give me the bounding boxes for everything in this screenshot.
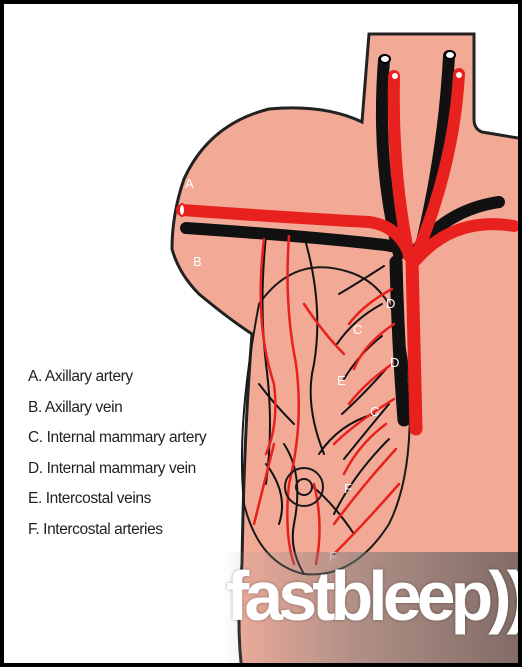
label-axillary-vein: B — [193, 254, 202, 269]
label-intercostal-arteries-1: F — [344, 481, 352, 496]
legend-item-internal-mammary-artery: C. Internal mammary artery — [28, 423, 206, 454]
legend: A. Axillary artery B. Axillary vein C. I… — [28, 362, 206, 545]
label-internal-mammary-vein-2: D — [390, 355, 399, 370]
legend-item-intercostal-veins: E. Intercostal veins — [28, 484, 206, 515]
label-axillary-artery: A — [185, 176, 194, 191]
artery-opening-right — [455, 71, 463, 79]
fastbleep-watermark: fastbleep)) — [222, 552, 522, 667]
internal-mammary-vein — [396, 262, 404, 420]
aortic-trunk — [412, 260, 416, 429]
legend-item-intercostal-arteries: F. Intercostal arteries — [28, 515, 206, 546]
label-internal-mammary-artery-1: C — [353, 322, 362, 337]
axillary-artery-opening — [179, 204, 185, 216]
legend-item-internal-mammary-vein: D. Internal mammary vein — [28, 454, 206, 485]
label-internal-mammary-vein-1: D — [386, 296, 395, 311]
artery-opening-left — [391, 72, 399, 80]
vein-opening-right — [445, 51, 455, 59]
vein-opening-left — [380, 55, 390, 63]
watermark-text: fastbleep)) — [226, 556, 522, 636]
label-internal-mammary-artery-2: C — [370, 404, 379, 419]
legend-item-axillary-vein: B. Axillary vein — [28, 393, 206, 424]
legend-item-axillary-artery: A. Axillary artery — [28, 362, 206, 393]
label-intercostal-veins: E — [337, 373, 346, 388]
